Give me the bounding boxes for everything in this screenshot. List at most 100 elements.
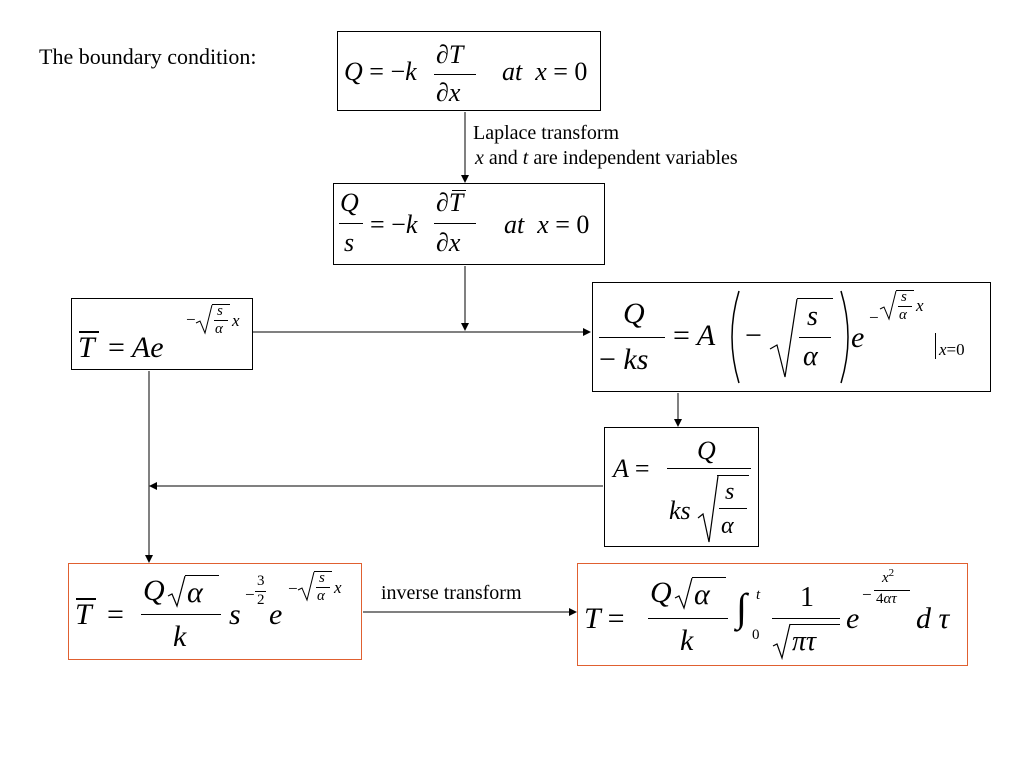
eq7-k: k [680,624,694,657]
eq2-num: ∂T [436,188,464,217]
eq7-exp-den: 4ατ [876,591,897,607]
eq6-sexp-2: 2 [257,592,265,608]
eq6-sexp-3: 3 [257,573,265,589]
eq7-int-lower: 0 [752,627,760,643]
eq2-cond: at x = 0 [504,210,590,239]
eq4-q: Q [623,297,645,330]
eq6-tbar [76,598,96,600]
eq5-inner-frac [719,508,747,509]
eq6-exp-sqrt-bar [314,571,332,572]
eq5-frac-bar [667,468,751,469]
eq7-alpha: α [694,578,710,611]
eq4-eval-bar [935,333,936,359]
eq4-sqrt-sign [769,298,798,378]
boundary-condition-label: The boundary condition: [39,44,257,69]
eq6-exp-frac [316,587,330,588]
eq5-alpha: α [721,513,734,539]
eq1-frac-bar [434,74,476,75]
eq6-exp-alpha: α [317,588,325,604]
eq4-exp-x: x [916,296,924,315]
eq7-one: 1 [800,582,814,613]
eq6-exp-minus: − [288,579,298,598]
eq3-small-frac [214,320,228,321]
eq6-sexp-minus: − [245,585,255,604]
eq4-frac-bar [599,337,665,338]
eq3-rhs: = Ae [108,331,164,364]
eq6-k: k [173,620,187,653]
equation-box-substitution: Q − ks = A − s α e − s α x x=0 [592,282,991,392]
rest-text: are independent variables [528,147,738,169]
equation-box-boundary: Q = −k ∂T ∂x at x = 0 [337,31,601,111]
eq6-eq: = [107,598,124,631]
eq2-frac-bar2 [434,223,476,224]
eq2-tbar [452,190,466,191]
eq7-exp-frac [874,590,910,591]
eq1-lhs: Q = −k [344,57,417,86]
eq6-sqrt-sign [167,575,186,608]
eq3-t: T [78,331,95,364]
eq1-num: ∂T [436,40,464,69]
eq3-sqrt-sign [195,304,213,335]
eq7-frac-bar [648,618,728,619]
eq4-alpha: α [803,341,818,372]
eq4-exp-sqrt-sign [879,290,897,321]
eq3-sqrt-bar [212,304,230,305]
and-text: and [483,147,523,169]
eq6-sexp-frac [255,591,266,592]
eq6-t: T [75,598,92,631]
eq3-tbar [79,331,99,333]
eq7-sqrt-bar2 [790,624,840,625]
equation-box-general-solution: T = Ae − s α x [71,298,253,370]
eq7-int-upper: t [756,587,761,603]
eq2-den: ∂x [436,228,461,257]
eq6-exp-sqrt-sign [297,571,315,602]
eq4-exp-alpha: α [899,307,907,323]
eq6-exp-s: s [319,570,325,586]
eq5-a: A = [613,454,650,483]
eq2-s: s [344,228,355,257]
eq4-exp-sqrt-bar [896,290,914,291]
eq6-s: s [229,598,241,631]
eq3-x: x [232,311,240,330]
eq7-e: e [846,602,860,635]
eq2-q: Q [340,188,359,217]
eq4-exp-minus: − [869,308,879,327]
equation-box-final-solution: T = Q α k ∫ t 0 1 πτ e − x2 4ατ d τ [577,563,968,666]
eq4-eval-sub: x=0 [939,340,965,359]
eq7-dtau: d τ [916,602,950,635]
eq6-q: Q [143,574,165,607]
eq5-ks: ks [669,496,691,525]
eq7-integral: ∫ [736,585,747,630]
eq6-alpha: α [187,576,203,609]
eq2-frac-bar1 [339,223,363,224]
eq6-frac-bar [141,614,221,615]
eq4-exp-frac [898,306,912,307]
eq7-pitau: πτ [792,626,817,657]
eq7-sqrt-bar [692,577,726,578]
eq5-s: s [725,479,735,505]
inverse-transform-label: inverse transform [381,582,522,604]
equation-box-transformed-solution: T = Q α k s − 3 2 e − s α x [68,563,362,660]
eq2-eq: = −k [370,210,418,239]
eq3-alpha: α [215,321,223,337]
eq4-e: e [851,321,865,354]
eq5-sqrt-sign [697,475,719,543]
eq5-q: Q [697,436,716,465]
eq7-exp-x2: x2 [882,567,895,586]
eq3-s: s [217,303,223,319]
eq6-sqrt-bar [185,575,219,576]
eq4-sqrt-bar [797,298,833,299]
eq1-cond: at x = 0 [502,57,588,86]
eq7-sqrt-sign [674,577,693,610]
eq5-sqrt-bar [717,475,749,476]
eq7-sqrt-sign2 [772,623,791,660]
independent-variables-label: x and t are independent variables [475,147,738,170]
eq7-frac-bar2 [772,618,840,619]
equation-box-constant: A = Q ks s α [604,427,759,547]
eq6-e: e [269,598,283,631]
eq4-parens [731,290,849,384]
eq7-exp-minus: − [862,585,872,604]
eq4-s: s [807,301,818,332]
equation-box-transformed: Q s = −k ∂T ∂x at x = 0 [333,183,605,265]
